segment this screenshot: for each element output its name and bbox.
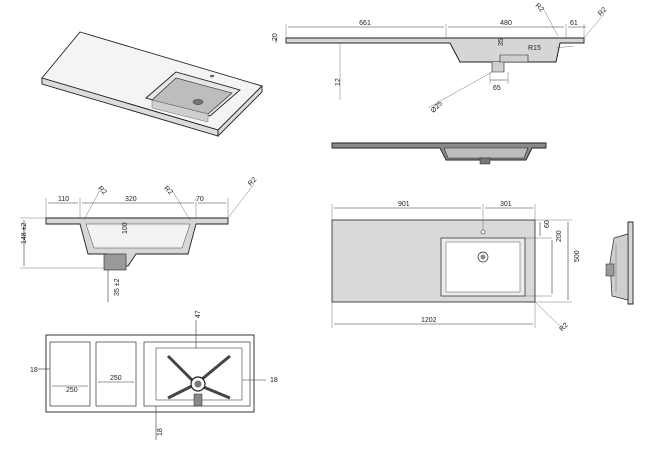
isometric-view: [41, 31, 263, 138]
iso-tap-hole-icon: [209, 74, 215, 78]
cross-section-drain-pipe: [103, 253, 127, 271]
dim-r2-left-c: R2: [247, 176, 258, 187]
dim-250-middle: 250: [110, 375, 122, 382]
dim-r2-left-b: R2: [162, 185, 173, 196]
dim-20: 20: [272, 33, 279, 41]
elevation-basin: [443, 147, 529, 159]
plan-view: 901 301 60 200 500 1202 R2: [331, 201, 581, 333]
dim-901: 901: [398, 201, 410, 208]
end-drain: [605, 263, 615, 277]
bottom-cutout-left: [49, 341, 91, 407]
drain-support-icon: [166, 354, 231, 407]
dim-70: 70: [196, 196, 204, 203]
dim-35-pm2: 35 ±2: [114, 278, 121, 296]
dim-18-bottom-left: 18: [30, 367, 38, 374]
front-elevation-view: [331, 142, 547, 165]
dim-500: 500: [574, 250, 581, 262]
dim-r2-plan: R2: [558, 322, 569, 333]
dim-12: 12: [335, 78, 342, 86]
dim-148: 148 ±2: [21, 223, 28, 244]
dim-35: 35: [498, 38, 505, 46]
side-section-view: 661 480 61 R2 R2 20 35 R15 12 65 Ø25: [272, 2, 608, 114]
side-section-overflow: [499, 54, 529, 63]
iso-basin-front-wall: [151, 99, 209, 123]
dim-61: 61: [570, 20, 578, 27]
dim-r2-left-a: R2: [96, 185, 107, 196]
dim-60: 60: [544, 220, 551, 228]
dim-301: 301: [500, 201, 512, 208]
end-slab: [627, 221, 634, 305]
dim-47: 47: [195, 310, 202, 318]
plan-tap-hole-icon: [480, 229, 486, 235]
bottom-plan-view: 18 250 250 47 18 18: [30, 310, 278, 440]
plan-drain-core-icon: [480, 254, 486, 260]
dim-r2-top-a: R2: [534, 2, 545, 13]
dim-110: 110: [58, 196, 69, 203]
dim-r2-top-b: R2: [597, 6, 608, 17]
dim-dia25: Ø25: [430, 100, 444, 114]
dim-250-left: 250: [66, 387, 78, 394]
end-elevation-view: [605, 221, 634, 305]
dim-18-bottom-right: 18: [270, 377, 278, 384]
iso-drain-icon: [192, 99, 204, 105]
dim-200: 200: [556, 230, 563, 242]
end-basin-profile: [609, 233, 629, 301]
dim-18-bottom: 18: [157, 428, 164, 436]
dim-100: 100: [122, 222, 129, 234]
side-section-drain: [491, 62, 505, 73]
dim-1202: 1202: [421, 317, 437, 324]
dim-480: 480: [500, 20, 512, 27]
dim-320: 320: [125, 196, 137, 203]
plan-basin-inner: [445, 241, 521, 293]
dim-65: 65: [493, 85, 501, 92]
bottom-cutout-middle: [95, 341, 137, 407]
dim-r15: R15: [528, 45, 541, 52]
iso-side-edge: [217, 84, 263, 138]
dim-661: 661: [359, 20, 371, 27]
cross-section-view: 110 320 70 R2 R2 R2 100 148 ±2 35 ±2: [20, 176, 258, 302]
elevation-drain: [479, 157, 491, 165]
cross-section-basin-inner: [85, 223, 191, 249]
